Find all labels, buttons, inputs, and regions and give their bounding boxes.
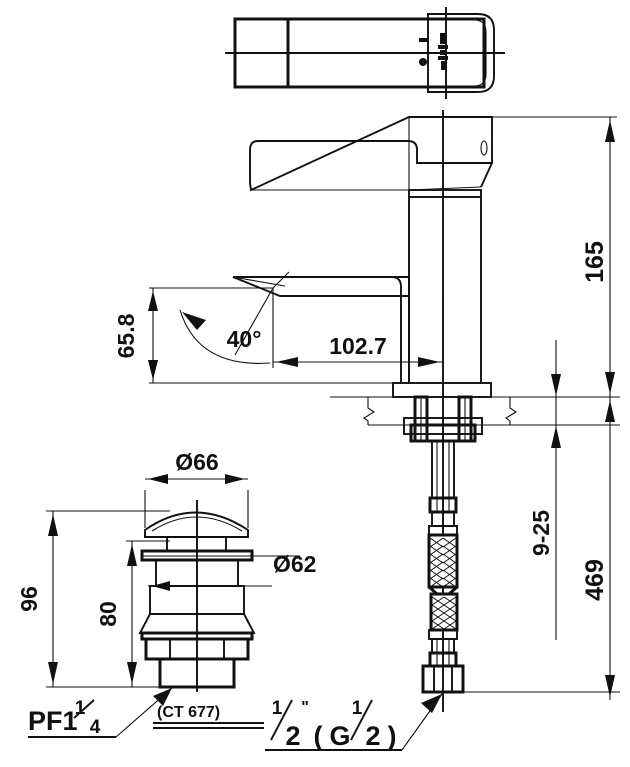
dim-9-25-arrow-top xyxy=(551,374,561,396)
dim-469-arrow-bottom xyxy=(605,675,615,697)
dim-96-label: 96 xyxy=(16,586,42,612)
side-view-group xyxy=(232,110,620,712)
break-symbol-left xyxy=(363,397,376,425)
angle-ref-line-upper xyxy=(272,271,290,289)
cartridge-collar xyxy=(408,189,482,198)
pf1-fraction-denominator: 4 xyxy=(90,717,101,738)
dim-80-arrow-top xyxy=(127,544,137,566)
spout-front-edge xyxy=(233,276,402,383)
dim-469-label: 469 xyxy=(581,559,609,601)
dim-102-7-arrow-left xyxy=(276,357,298,367)
dim-66-label: Ø66 xyxy=(175,449,218,475)
dim-102-7-label: 102.7 xyxy=(329,333,387,359)
angle-ref-line-lower xyxy=(234,287,274,356)
dim-102-7-arrow-right xyxy=(418,357,440,367)
supply-fraction-denominator: 2 xyxy=(285,721,300,751)
braided-hose-lower xyxy=(429,592,459,632)
dim-9-25-arrow-bottom xyxy=(551,426,561,448)
handle-set-screw xyxy=(480,140,488,156)
top-view-marking-glyphs xyxy=(419,33,448,70)
handle-cap-slope xyxy=(480,162,493,188)
label-supply-thread: 1 2 " ( G 1 2 ) xyxy=(265,693,443,751)
pf1-fraction-numerator: 1 xyxy=(75,698,86,719)
top-view-group xyxy=(225,7,505,99)
dimension-165: 165 xyxy=(492,116,617,397)
dim-165-label: 165 xyxy=(581,241,609,283)
dimension-angle-40: 40° xyxy=(179,271,290,364)
pf1-leader-arrow xyxy=(153,688,172,706)
dimension-65-8: 65.8 xyxy=(113,287,409,384)
pf1-prefix-label: PF1 xyxy=(28,706,78,736)
dim-165-arrow-top xyxy=(605,120,615,142)
dim-65-8-label: 65.8 xyxy=(113,313,139,358)
supply-leader-arrow xyxy=(421,694,442,713)
label-model-code: (CT 677) xyxy=(153,704,264,729)
dimension-102-7: 102.7 xyxy=(272,288,444,368)
pf1-fraction-bar xyxy=(73,699,95,719)
spout-tip-chamfer xyxy=(232,276,286,287)
supply-g-denominator: 2 xyxy=(365,721,380,751)
supply-g-fraction-bar xyxy=(350,699,373,741)
drain-flange-disc xyxy=(140,549,254,562)
dimension-diameter-66: Ø66 xyxy=(144,449,249,528)
drain-taper-cone xyxy=(138,613,256,634)
label-drain-thread: PF1 1 4 xyxy=(28,687,173,738)
supply-fraction-bar xyxy=(270,699,293,741)
drain-cap-dome xyxy=(144,511,249,538)
supply-close-paren: ) xyxy=(388,721,397,751)
top-view-rounded-cap xyxy=(427,13,495,93)
dim-80-label: 80 xyxy=(95,601,121,627)
faucet-column-body xyxy=(408,197,482,383)
model-code-label: (CT 677) xyxy=(157,704,220,721)
dim-62-label: Ø62 xyxy=(273,551,316,577)
braided-hose-upper xyxy=(427,533,459,589)
supply-end-connector xyxy=(421,664,465,694)
dimension-diameter-62: Ø62 xyxy=(142,551,316,591)
dim-96-arrow-bottom xyxy=(48,662,58,684)
dim-65-8-arrow-top xyxy=(148,291,158,311)
supply-g-numerator: 1 xyxy=(352,698,363,719)
dimension-469: 469 xyxy=(463,397,617,700)
supply-open-paren: ( xyxy=(314,721,323,751)
angle-arc xyxy=(179,309,271,364)
dim-165-arrow-bottom xyxy=(605,372,615,394)
handle-lever xyxy=(249,116,493,192)
drain-assembly-group xyxy=(138,500,256,692)
supply-inch-mark: " xyxy=(301,699,309,716)
dim-62-arrow xyxy=(152,581,170,591)
dim-66-arrow-left xyxy=(148,474,168,484)
angle-40-label: 40° xyxy=(227,326,262,352)
dim-66-arrow-right xyxy=(225,474,245,484)
dimension-9-25: 9-25 xyxy=(528,340,561,640)
dim-80-arrow-bottom xyxy=(127,662,137,684)
supply-g-letter: G xyxy=(329,721,350,751)
dim-9-25-label: 9-25 xyxy=(528,510,554,556)
dim-96-arrow-top xyxy=(48,514,58,536)
base-flange xyxy=(392,382,492,398)
dim-65-8-arrow-bottom xyxy=(148,360,158,380)
dim-469-arrow-top xyxy=(605,400,615,422)
break-symbol-right xyxy=(505,397,518,425)
angle-arrow-start xyxy=(182,312,206,330)
dimension-80: 80 xyxy=(95,540,170,688)
supply-fraction-numerator: 1 xyxy=(272,698,283,719)
